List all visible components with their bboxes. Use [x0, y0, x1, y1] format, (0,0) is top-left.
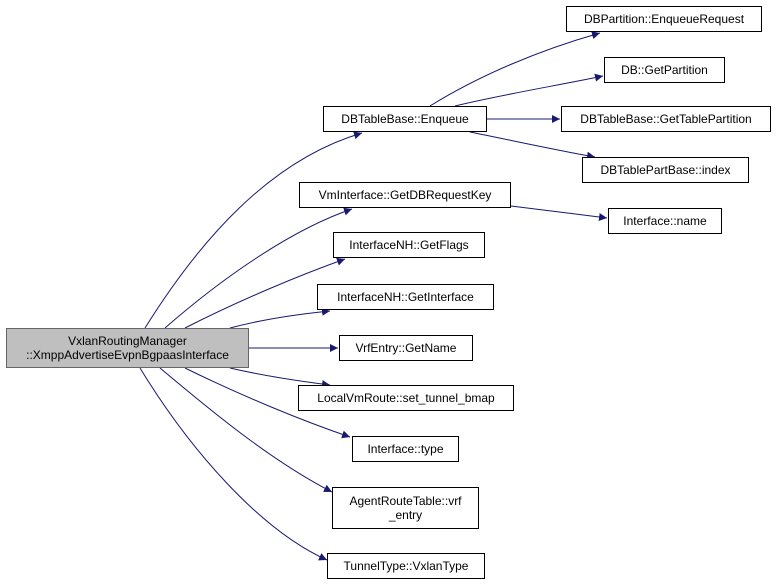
- edge-root-to-localvmroute-set-tunnel-bmap: [229, 367, 331, 388]
- root-node-vxlanroutingmanager: VxlanRoutingManager ::XmppAdvertiseEvpnB…: [6, 328, 249, 368]
- node-label: DBTableBase::Enqueue: [341, 112, 469, 126]
- node-dbtablebase-enqueue[interactable]: DBTableBase::Enqueue: [323, 106, 487, 132]
- edge-root-to-interface-type: [184, 367, 351, 439]
- node-interface-type[interactable]: Interface::type: [352, 436, 459, 462]
- edge-root-to-tunneltype-vxlantype: [139, 367, 328, 561]
- node-label-line1: AgentRouteTable::vrf: [349, 494, 462, 508]
- node-dbtablepartbase-index[interactable]: DBTablePartBase::index: [582, 157, 749, 183]
- edge-root-to-interfacenh-getinterface: [229, 307, 331, 329]
- edge-root-to-dbtablebase-enqueue: [144, 131, 363, 329]
- node-interface-name[interactable]: Interface::name: [608, 208, 722, 234]
- node-label: InterfaceNH::GetFlags: [349, 238, 469, 252]
- node-tunneltype-vxlantype[interactable]: TunnelType::VxlanType: [327, 553, 485, 579]
- node-label: VmInterface::GetDBRequestKey: [318, 188, 492, 202]
- node-vrfentry-getname[interactable]: VrfEntry::GetName: [339, 335, 473, 361]
- edge-enqueue-to-db-getpartition: [454, 73, 604, 107]
- node-label: DBPartition::EnqueueRequest: [583, 12, 745, 26]
- node-localvmroute-set-tunnel-bmap[interactable]: LocalVmRoute::set_tunnel_bmap: [298, 385, 514, 411]
- node-interfacenh-getinterface[interactable]: InterfaceNH::GetInterface: [317, 284, 494, 310]
- node-label: LocalVmRoute::set_tunnel_bmap: [317, 391, 495, 405]
- node-label-line2: _entry: [388, 508, 423, 522]
- node-db-getpartition[interactable]: DB::GetPartition: [604, 57, 725, 83]
- node-dbtablebase-gettablepartition[interactable]: DBTableBase::GetTablePartition: [561, 106, 771, 132]
- node-label: TunnelType::VxlanType: [343, 559, 469, 573]
- node-label: DBTablePartBase::index: [600, 163, 731, 177]
- node-label: Interface::name: [623, 214, 707, 228]
- node-interfacenh-getflags[interactable]: InterfaceNH::GetFlags: [333, 232, 485, 258]
- node-label: InterfaceNH::GetInterface: [337, 290, 474, 304]
- edge-enqueue-to-dbtablepartbase-index: [469, 131, 596, 160]
- edge-enqueue-to-dbpartition-enqueuerequest: [429, 31, 601, 107]
- edge-getdbrequestkey-to-interface-name: [510, 205, 608, 221]
- node-label: DB::GetPartition: [621, 63, 708, 77]
- node-dbpartition-enqueuerequest[interactable]: DBPartition::EnqueueRequest: [566, 6, 762, 32]
- node-agentroutetable-vrf-entry[interactable]: AgentRouteTable::vrf _entry: [332, 487, 479, 529]
- node-label: Interface::type: [367, 442, 444, 456]
- edge-root-to-interfacenh-getflags: [184, 257, 346, 329]
- node-vminterface-getdbrequestkey[interactable]: VmInterface::GetDBRequestKey: [299, 182, 511, 208]
- root-node-label-line2: ::XmppAdvertiseEvpnBgpaasInterface: [26, 348, 229, 362]
- edge-root-to-agentroutetable-vrf-entry: [159, 367, 333, 493]
- node-label: DBTableBase::GetTablePartition: [580, 112, 752, 126]
- edge-root-to-vminterface-getdbrequestkey: [164, 207, 353, 329]
- node-label: VrfEntry::GetName: [355, 341, 457, 355]
- root-node-label-line1: VxlanRoutingManager: [68, 334, 187, 348]
- call-edges: [139, 31, 608, 561]
